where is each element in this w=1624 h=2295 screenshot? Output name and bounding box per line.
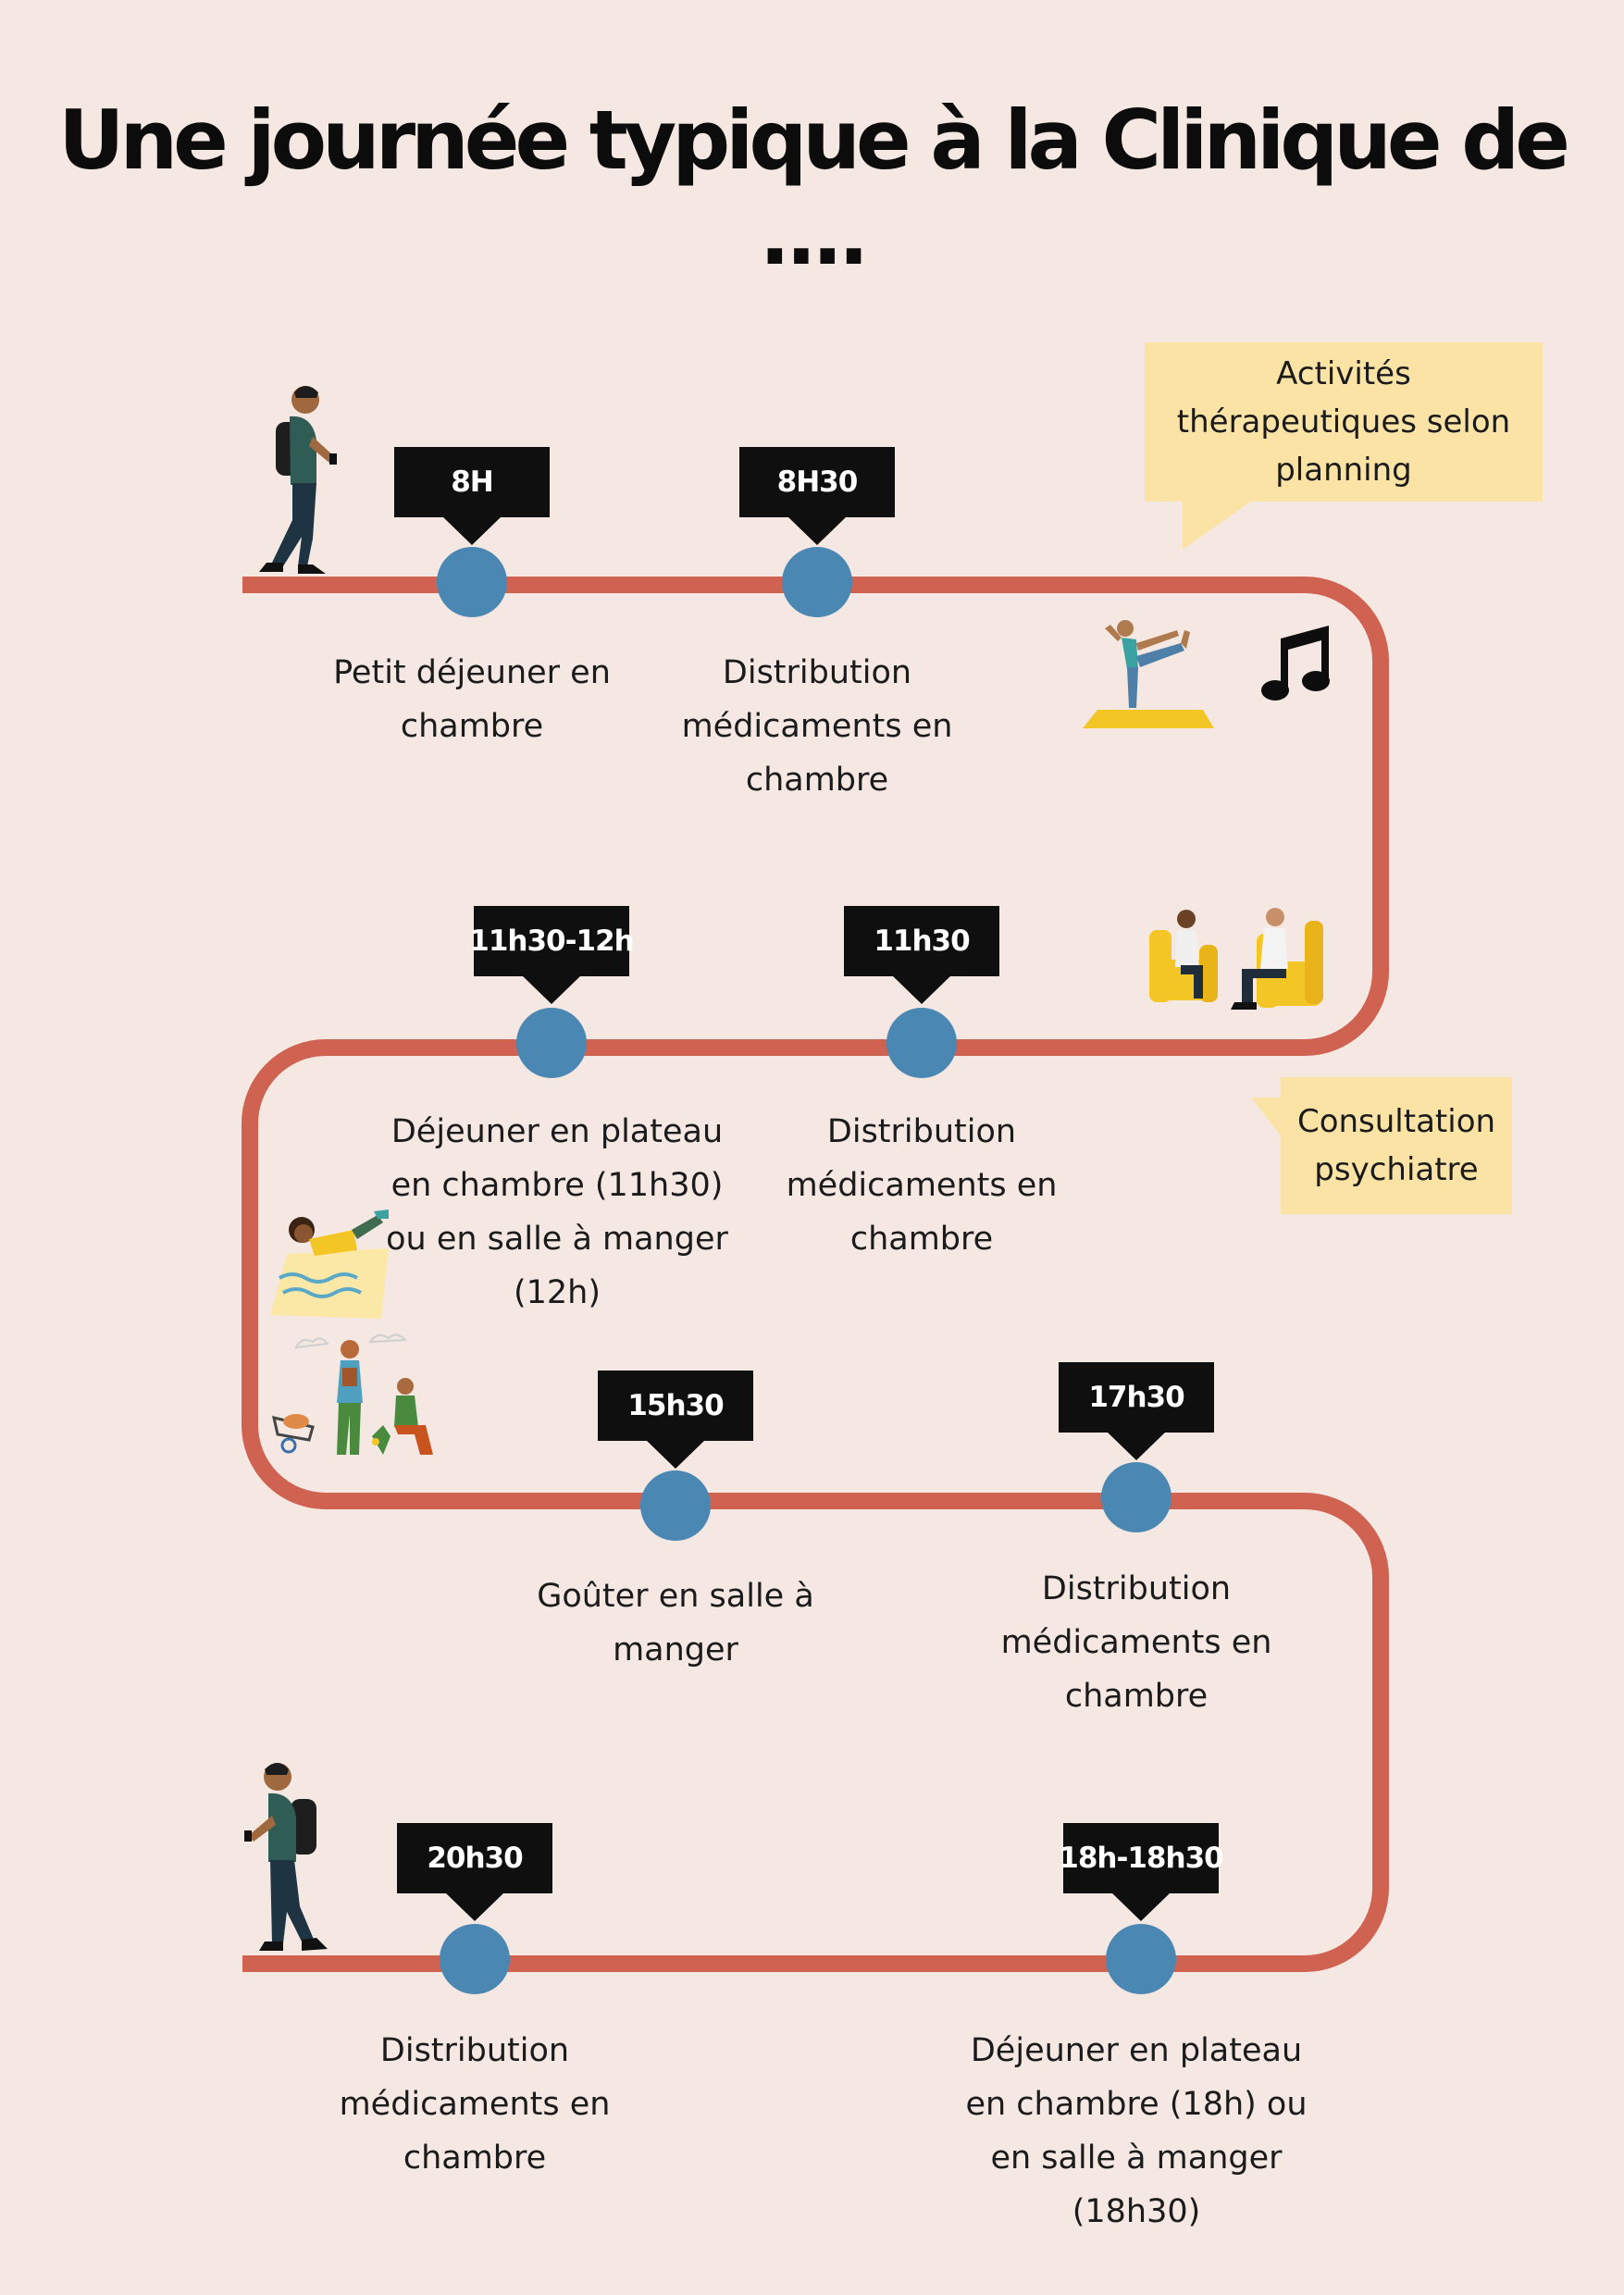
time-label: 15h30 bbox=[598, 1371, 753, 1469]
event-description: Petit déjeuner en chambre bbox=[333, 654, 611, 745]
event-description: Distribution médicaments en chambre bbox=[1000, 1570, 1272, 1715]
timeline-node bbox=[1106, 1924, 1176, 1994]
event-description: Déjeuner en plateau en chambre (11h30) o… bbox=[386, 1113, 728, 1311]
timeline-node bbox=[782, 547, 852, 617]
callout-tail bbox=[1183, 496, 1258, 550]
time-label: 8H30 bbox=[739, 447, 895, 545]
consultation-callout: Consultation psychiatre bbox=[1281, 1077, 1512, 1214]
relaxing-person-icon bbox=[270, 1210, 389, 1319]
time-label: 20h30 bbox=[397, 1823, 552, 1921]
time-label: 18h-18h30 bbox=[1059, 1823, 1224, 1921]
timeline-node bbox=[437, 547, 507, 617]
time-label: 11h30 bbox=[844, 906, 999, 1004]
yoga-pose-icon bbox=[1083, 620, 1214, 728]
event-description: Distribution médicaments en chambre bbox=[681, 654, 953, 799]
event-description: Déjeuner en plateau en chambre (18h) ou … bbox=[965, 2032, 1308, 2230]
timeline-path bbox=[242, 577, 1389, 1972]
music-note-icon bbox=[1261, 626, 1330, 701]
event-description: Distribution médicaments en chambre bbox=[339, 2032, 611, 2177]
gardening-people-icon bbox=[272, 1334, 433, 1455]
therapy-session-icon bbox=[1149, 908, 1323, 1010]
event-description: Distribution médicaments en chambre bbox=[786, 1113, 1058, 1258]
time-label: 11h30-12h bbox=[469, 906, 635, 1004]
event-description: Goûter en salle à manger bbox=[537, 1578, 814, 1669]
timeline-node bbox=[886, 1008, 957, 1078]
walking-person-icon bbox=[259, 386, 337, 574]
time-label: 17h30 bbox=[1059, 1362, 1214, 1460]
walking-person-icon bbox=[244, 1763, 328, 1951]
timeline-node bbox=[640, 1470, 711, 1541]
activities-callout: Activités thérapeutiques selon planning bbox=[1145, 342, 1543, 502]
time-label: 8H bbox=[394, 447, 550, 545]
page-title: Une journée typique à la Clinique de ...… bbox=[58, 93, 1570, 283]
timeline-node bbox=[516, 1008, 587, 1078]
timeline-node bbox=[440, 1924, 510, 1994]
timeline-node bbox=[1101, 1462, 1172, 1532]
